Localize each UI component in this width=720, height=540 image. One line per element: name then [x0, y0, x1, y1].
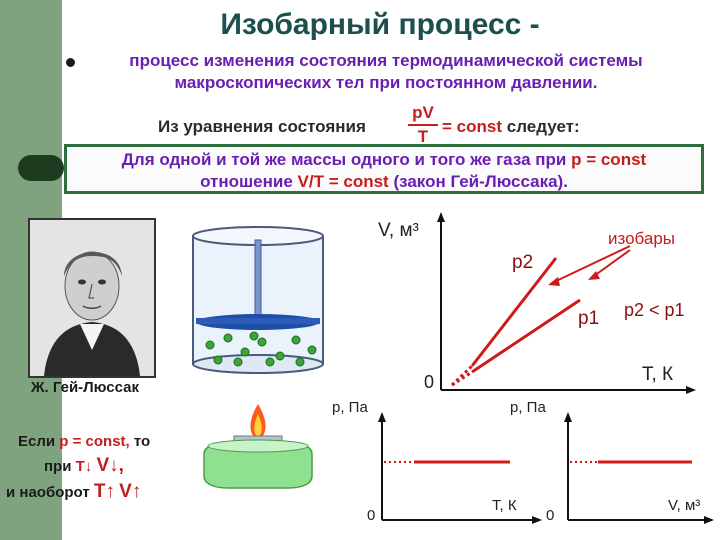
graph-pT-y-arrow	[378, 412, 386, 422]
graph-pT-x-arrow	[532, 516, 542, 524]
graph-pT-x-label: T, К	[492, 497, 517, 514]
rule-line-2-temp: T↓	[75, 458, 93, 475]
graph-pT-y-label: p, Па	[332, 399, 368, 416]
decor-bullet	[18, 155, 64, 181]
isobars-pointer-2-head	[588, 271, 600, 280]
rule-line-2: при T↓ V↓,	[44, 452, 124, 481]
graph-pT-origin: 0	[367, 507, 375, 524]
graph-VT-origin: 0	[424, 372, 434, 392]
rule-line-1-if: Если	[18, 433, 56, 450]
equation-post: = const следует:	[442, 117, 580, 137]
law-line-2-text: отношение	[200, 172, 293, 191]
graph-VT-y-arrow	[437, 212, 445, 222]
portrait-gay-lussac	[28, 218, 156, 378]
graph-pV: p, Па V, м³ 0	[510, 399, 714, 524]
isobar-p1-label: p1	[578, 308, 599, 329]
isobars-pointer-2	[593, 249, 631, 277]
isobar-p2-label: p2	[512, 252, 533, 273]
graph-VT-y-label: V, м³	[378, 220, 419, 241]
graph-VT-x-label: T, К	[642, 364, 673, 385]
gas-molecules	[205, 331, 317, 367]
law-line-2-ratio: V/T = const	[297, 172, 389, 191]
portrait-caption: Ж. Гей-Люссак	[30, 379, 140, 396]
equation-prefix: Из уравнения состояния	[158, 117, 366, 136]
law-line-1: Для одной и той же массы одного и того ж…	[67, 149, 701, 171]
equation-denominator: T	[417, 127, 429, 146]
isobar-p2-extrapolation	[450, 364, 474, 387]
graph-VT-x-arrow	[686, 386, 696, 394]
law-line-1-text: Для одной и той же массы одного и того ж…	[121, 150, 567, 169]
equation-fraction: pV T	[408, 102, 438, 148]
graph-pV-y-label: p, Па	[510, 399, 546, 416]
graph-pV-origin: 0	[546, 507, 554, 524]
definition-text: процесс изменения состояния термодинамич…	[76, 50, 696, 94]
graph-VT: V, м³ T, К 0 p2 p1 p2 < p1 изобары	[378, 212, 696, 394]
isobars-pointer-1	[553, 245, 631, 283]
isobar-p2	[470, 257, 558, 367]
rule-line-1-condition: p = const,	[59, 433, 130, 450]
graph-pV-x-arrow	[704, 516, 714, 524]
isobars-pointer-1-head	[548, 277, 560, 286]
equation-const: = const	[442, 117, 502, 136]
law-box: Для одной и той же массы одного и того ж…	[64, 144, 704, 194]
law-line-1-condition: p = const	[571, 150, 647, 169]
graph-pV-y-arrow	[564, 412, 572, 422]
equation-suffix: следует:	[506, 117, 580, 136]
law-line-2: отношение V/T = const (закон Гей-Люссака…	[67, 171, 701, 193]
rule-line-2-at: при	[44, 458, 72, 475]
graph-pV-x-label: V, м³	[668, 497, 700, 514]
definition-line-1: процесс изменения состояния термодинамич…	[129, 51, 643, 70]
rule-line-3: и наоборот T↑ V↑	[6, 478, 141, 507]
rule-line-2-volume: V↓,	[96, 455, 124, 476]
law-line-2-name: (закон Гей-Люссака).	[393, 172, 568, 191]
slide-title: Изобарный процесс -	[220, 8, 540, 41]
bullet-dot	[66, 58, 75, 67]
graph-pT: p, Па T, К 0	[332, 399, 542, 524]
definition-line-2: макроскопических тел при постоянном давл…	[174, 73, 598, 92]
rule-line-3-vice: и наоборот	[6, 484, 90, 501]
isobars-label: изобары	[608, 229, 675, 248]
pressure-relation-label: p2 < p1	[624, 300, 685, 320]
isobar-p1	[471, 298, 581, 374]
rule-line-3-volume: V↑	[119, 481, 142, 502]
portrait-drawing	[30, 220, 154, 376]
burner	[203, 404, 313, 489]
gas-cylinder	[192, 226, 324, 374]
rule-line-1-then: то	[133, 433, 151, 450]
equation-numerator: pV	[408, 102, 438, 126]
rule-line-3-temp: T↑	[93, 481, 115, 502]
rule-line-1: Если p = const, то	[18, 428, 150, 456]
isobar-p1-extrapolation	[451, 370, 473, 387]
